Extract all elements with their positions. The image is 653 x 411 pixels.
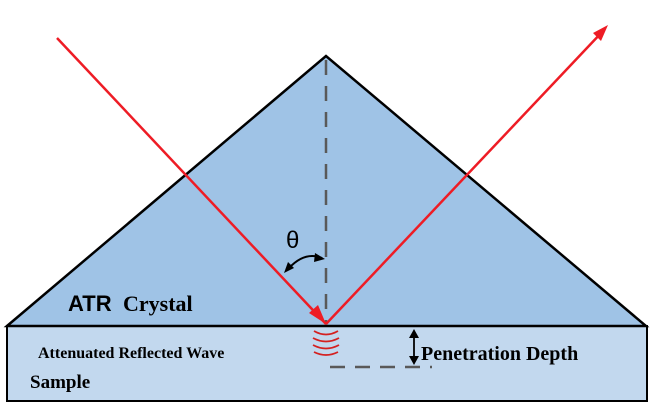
penetration-depth-label: Penetration Depth [421, 343, 578, 365]
atr-label: ATR [68, 291, 112, 316]
theta-label: θ [286, 227, 299, 254]
angle-arc-arrow-right [314, 253, 325, 262]
incident-beam-arrowhead [309, 305, 326, 324]
crystal-label: Crystal [123, 291, 193, 316]
attenuated-wave-label: Attenuated Reflected Wave [38, 345, 224, 362]
angle-arc-arrow-left [284, 262, 294, 273]
penetration-depth-arrow-top [409, 329, 419, 338]
reflected-beam-arrowhead [593, 25, 608, 41]
sample-layer [6, 325, 648, 402]
sample-label: Sample [30, 372, 90, 393]
penetration-depth-arrow-bottom [409, 356, 419, 365]
reflected-beam [325, 30, 604, 325]
incident-beam [56, 37, 327, 325]
evanescent-wave-icon [312, 330, 340, 356]
